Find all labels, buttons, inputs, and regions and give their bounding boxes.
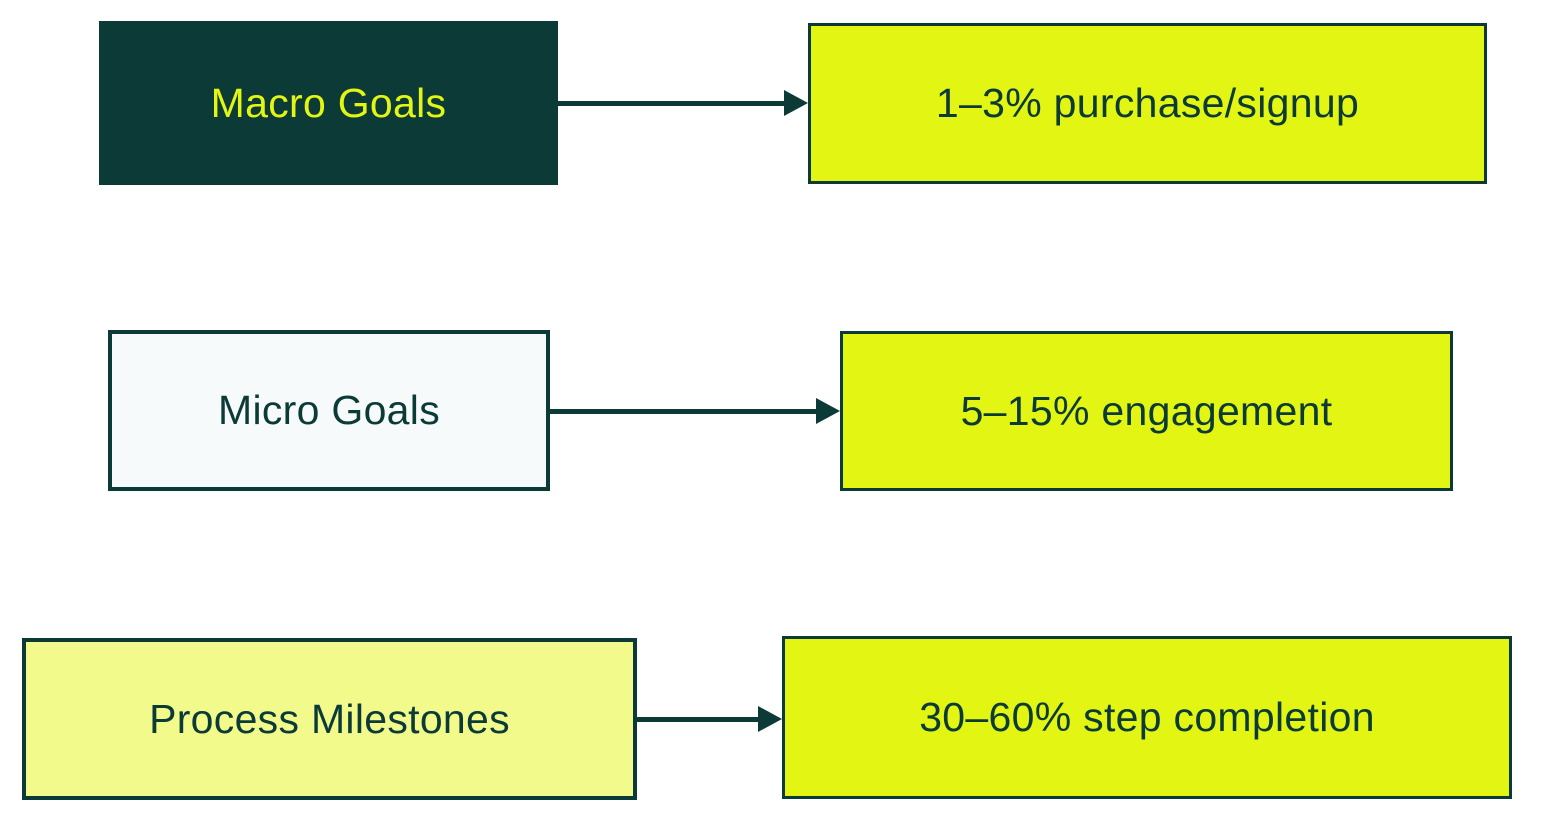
micro-benchmark-box: 5–15% engagement xyxy=(840,331,1453,491)
macro-benchmark-label: 1–3% purchase/signup xyxy=(935,80,1360,126)
micro-benchmark-label: 5–15% engagement xyxy=(960,387,1333,434)
macro-arrow-line xyxy=(558,100,784,106)
process-arrow xyxy=(637,706,782,732)
micro-goals-box: Micro Goals xyxy=(108,330,550,491)
micro-goals-label: Micro Goals xyxy=(217,387,440,433)
macro-goals-label: Macro Goals xyxy=(210,79,447,126)
macro-goals-box: Macro Goals xyxy=(99,21,558,185)
process-milestones-box: Process Milestones xyxy=(22,638,637,800)
micro-arrow-line xyxy=(550,408,816,414)
process-arrowhead-icon xyxy=(758,706,782,732)
macro-arrow xyxy=(558,90,808,116)
micro-arrow xyxy=(550,398,840,424)
process-arrow-line xyxy=(637,716,758,722)
process-milestones-label: Process Milestones xyxy=(149,695,510,742)
micro-arrowhead-icon xyxy=(816,398,840,424)
macro-benchmark-box: 1–3% purchase/signup xyxy=(808,23,1487,184)
macro-arrowhead-icon xyxy=(784,90,808,116)
process-benchmark-label: 30–60% step completion xyxy=(919,694,1375,740)
process-benchmark-box: 30–60% step completion xyxy=(782,636,1512,799)
